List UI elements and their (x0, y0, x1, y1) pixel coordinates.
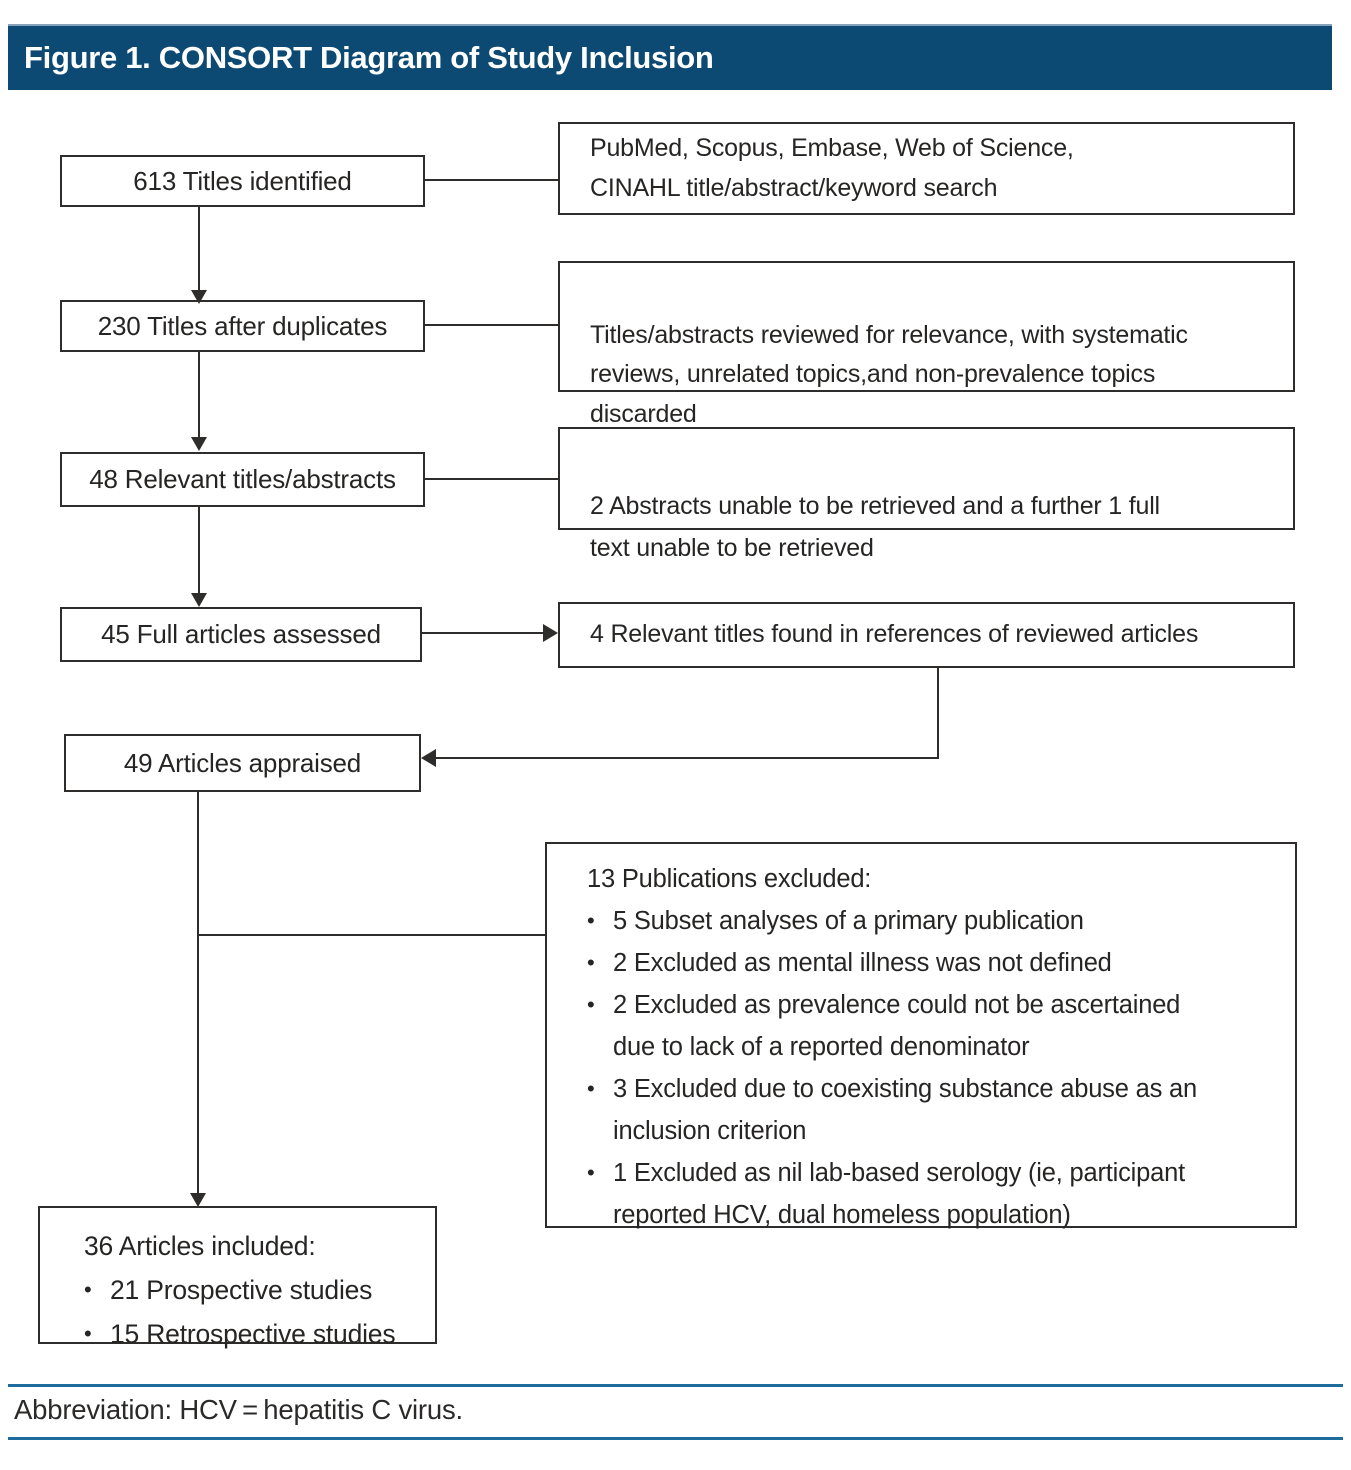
box-full-articles-assessed-label: 45 Full articles assessed (101, 619, 381, 649)
bullet-dot-icon: • (84, 1277, 92, 1302)
connector-relevant-to-unretrieved (425, 478, 558, 480)
connector-references-descent (937, 668, 939, 759)
included-bullet: • 15 Retrospective studies (84, 1312, 415, 1356)
box-unretrieved: 2 Abstracts unable to be retrieved and a… (558, 427, 1295, 562)
excluded-bullet: • 5 Subset analyses of a primary publica… (587, 900, 1271, 942)
box-titles-identified: 613 Titles identified (60, 155, 425, 207)
box-relevant-titles-abstracts: 48 Relevant titles/abstracts (60, 452, 425, 507)
connector-duplicates-to-criteria (425, 324, 558, 326)
excluded-title: 13 Publications excluded: (587, 865, 872, 893)
box-articles-appraised-label: 49 Articles appraised (123, 747, 362, 778)
connector-duplicates-to-relevant (198, 352, 200, 438)
figure-header-bar: Figure 1. CONSORT Diagram of Study Inclu… (8, 24, 1332, 90)
box-titles-identified-label: 613 Titles identified (133, 165, 352, 196)
arrowhead-right-icon (543, 624, 558, 642)
connector-appraised-to-included (197, 792, 199, 1194)
included-bullet: • 21 Prospective studies (84, 1268, 415, 1312)
connector-branch-to-excluded (197, 934, 545, 936)
bullet-dot-icon: • (587, 992, 595, 1017)
bullet-dot-icon: • (587, 908, 595, 933)
abbreviation-note: Abbreviation: HCV = hepatitis C virus. (14, 1394, 463, 1425)
bullet-dot-icon: • (587, 950, 595, 975)
box-search-sources-text: PubMed, Scopus, Embase, Web of Science, … (590, 134, 1074, 202)
box-screening-criteria-text: Titles/abstracts reviewed for relevance,… (590, 320, 1188, 428)
arrowhead-left-icon (421, 749, 436, 767)
box-titles-after-duplicates-label: 230 Titles after duplicates (97, 310, 388, 341)
box-reference-titles: 4 Relevant titles found in references of… (558, 602, 1295, 668)
bullet-dot-icon: • (587, 1160, 595, 1185)
included-title: 36 Articles included: (84, 1231, 316, 1261)
included-bullet-list: • 21 Prospective studies • 15 Retrospect… (84, 1268, 415, 1356)
connector-assessed-to-references (422, 632, 543, 634)
arrowhead-down-icon (191, 437, 207, 451)
box-unretrieved-text: 2 Abstracts unable to be retrieved and a… (590, 492, 1160, 562)
connector-identified-to-sources (425, 179, 558, 181)
bullet-dot-icon: • (587, 1076, 595, 1101)
box-articles-appraised: 49 Articles appraised (64, 734, 421, 792)
box-articles-included: 36 Articles included: • 21 Prospective s… (38, 1206, 437, 1349)
excluded-bullet: • 2 Excluded as mental illness was not d… (587, 942, 1271, 984)
connector-relevant-to-assessed (198, 507, 200, 594)
connector-references-to-appraised (435, 757, 939, 759)
arrowhead-down-icon (190, 1193, 206, 1207)
box-publications-excluded: 13 Publications excluded: • 5 Subset ana… (545, 842, 1297, 1229)
excluded-bullet-list: • 5 Subset analyses of a primary publica… (587, 900, 1271, 1236)
footer-rule-bottom (8, 1437, 1343, 1440)
bullet-dot-icon: • (84, 1321, 92, 1346)
arrowhead-down-icon (191, 593, 207, 607)
connector-identified-to-duplicates (198, 207, 200, 291)
box-titles-after-duplicates: 230 Titles after duplicates (60, 300, 425, 352)
excluded-bullet: • 2 Excluded as prevalence could not be … (587, 984, 1271, 1068)
box-search-sources: PubMed, Scopus, Embase, Web of Science, … (558, 122, 1295, 215)
excluded-bullet: • 1 Excluded as nil lab-based serology (… (587, 1152, 1271, 1236)
footer-rule-top (8, 1384, 1343, 1387)
box-full-articles-assessed: 45 Full articles assessed (60, 607, 422, 662)
arrowhead-down-icon (191, 290, 207, 304)
box-screening-criteria: Titles/abstracts reviewed for relevance,… (558, 261, 1295, 428)
figure-title: Figure 1. CONSORT Diagram of Study Inclu… (24, 40, 714, 75)
box-relevant-titles-abstracts-label: 48 Relevant titles/abstracts (89, 464, 396, 494)
excluded-bullet: • 3 Excluded due to coexisting substance… (587, 1068, 1271, 1152)
box-reference-titles-text: 4 Relevant titles found in references of… (590, 620, 1199, 649)
